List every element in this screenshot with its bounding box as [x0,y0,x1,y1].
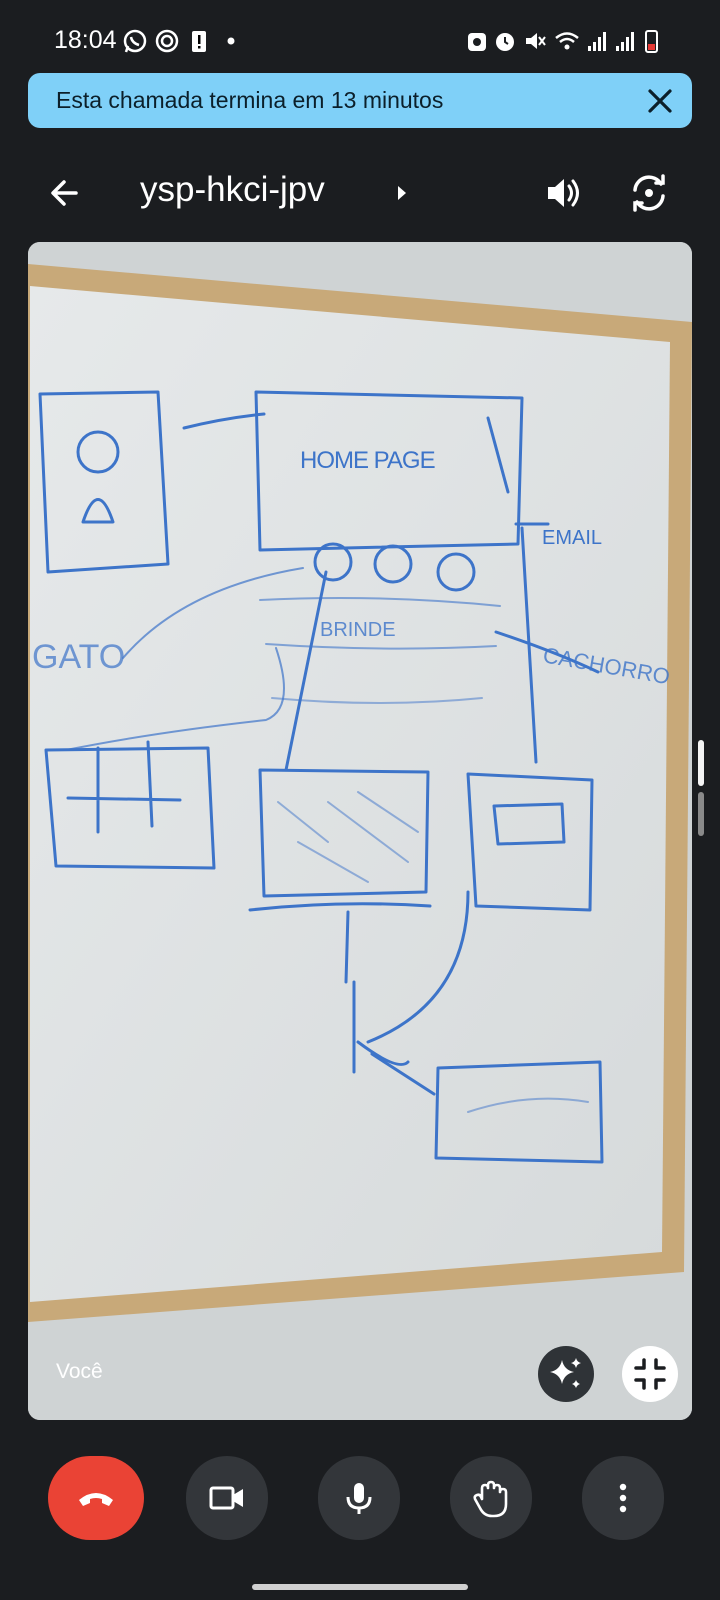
at-sign-icon [155,29,179,53]
hang-up-icon [79,1493,113,1506]
camera-button[interactable] [186,1456,268,1540]
meeting-code[interactable]: ysp-hkci-jpv [140,170,325,209]
status-bar: 18:04 [0,0,720,80]
alarm-icon [496,33,514,51]
raise-hand-button[interactable] [450,1456,532,1540]
battery-alert-icon [192,31,206,52]
more-options-button[interactable] [582,1456,664,1540]
effects-button[interactable] [538,1346,594,1402]
minimize-button[interactable] [622,1346,678,1402]
wifi-icon [555,32,579,50]
switch-camera-icon[interactable] [626,170,672,216]
whiteboard-label-email: EMAIL [542,527,602,549]
scroll-indicator [698,740,704,786]
self-video-tile[interactable]: HOME PAGE GATO BRINDE CACHORRO EMAIL Voc… [28,242,692,1420]
end-call-button[interactable] [48,1456,144,1540]
signal-icon [588,32,606,51]
whiteboard-label-homepage: HOME PAGE [300,447,435,474]
whiteboard-image: HOME PAGE GATO BRINDE CACHORRO EMAIL [28,242,692,1420]
more-vert-icon [619,1483,627,1513]
scroll-indicator-secondary [698,792,704,836]
chevron-right-icon[interactable] [394,183,410,203]
microphone-button[interactable] [318,1456,400,1540]
battery-saver-icon [468,33,486,51]
videocam-icon [209,1486,243,1510]
battery-low-icon [645,30,658,53]
signal-icon [616,32,634,51]
whiteboard-label-gato: GATO [32,638,125,676]
minimize-icon [634,1358,666,1390]
call-ending-banner: Esta chamada termina em 13 minutos [28,73,692,128]
mute-icon [526,33,546,49]
raise-hand-icon [473,1480,508,1518]
speaker-icon[interactable] [540,170,586,216]
home-indicator[interactable] [252,1584,468,1590]
self-label: Você [56,1360,103,1383]
status-time: 18:04 [54,26,117,54]
whatsapp-icon [123,29,147,53]
sparkle-icon [550,1358,581,1388]
arrow-back-icon[interactable] [42,170,88,216]
whiteboard-label-brinde: BRINDE [320,619,396,641]
banner-text: Esta chamada termina em 13 minutos [56,87,444,113]
dot-icon [227,37,235,45]
close-icon[interactable] [642,83,678,119]
mic-icon [346,1483,372,1514]
